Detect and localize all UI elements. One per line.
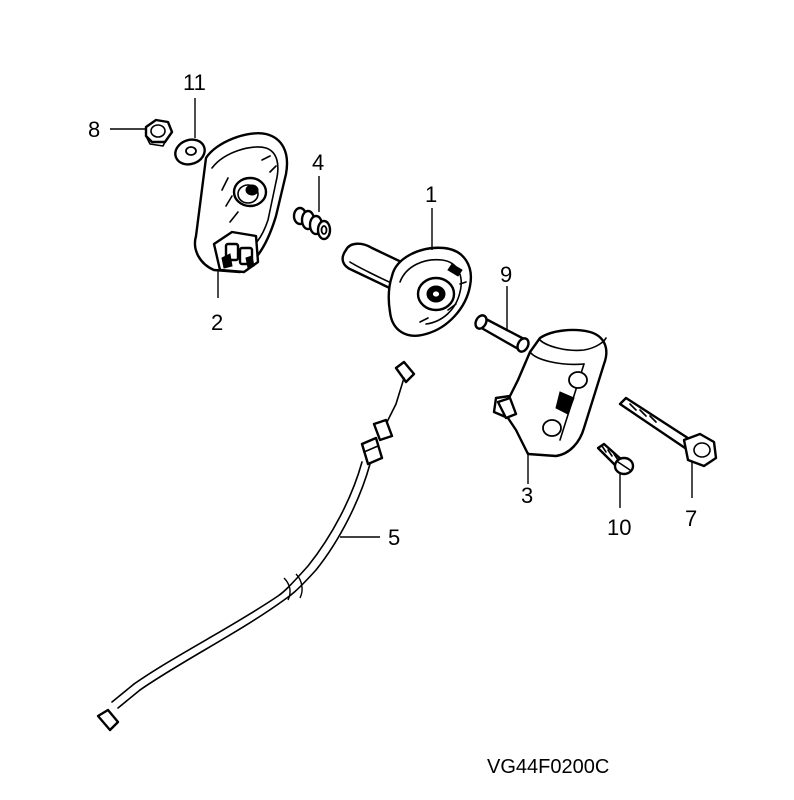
- part-3-cover: [492, 328, 608, 458]
- callout-labels: 11 8 4 1 9 2 3 10 7 5: [88, 70, 697, 550]
- callout-1: 1: [425, 182, 437, 207]
- callout-11: 11: [183, 70, 206, 95]
- part-5-throttle-cable: [96, 360, 416, 732]
- leader-lines: [110, 98, 693, 538]
- part-10-screw: [596, 442, 635, 476]
- part-8-hex-nut: [144, 118, 174, 147]
- callout-9: 9: [500, 262, 512, 287]
- callout-10: 10: [607, 515, 631, 540]
- callout-5: 5: [388, 525, 400, 550]
- callout-4: 4: [312, 150, 324, 175]
- part-2-bracket-plate: [193, 132, 289, 274]
- part-1-throttle-lever: [341, 242, 473, 337]
- part-7-bolt: [618, 396, 718, 468]
- callout-2: 2: [211, 310, 223, 335]
- part-11-washer: [174, 138, 206, 166]
- part-4-spring: [292, 206, 332, 241]
- callout-7: 7: [685, 506, 697, 531]
- part-9-pin: [474, 314, 530, 353]
- callout-3: 3: [521, 483, 533, 508]
- callout-8: 8: [88, 117, 100, 142]
- drawing-code: VG44F0200C: [487, 756, 609, 778]
